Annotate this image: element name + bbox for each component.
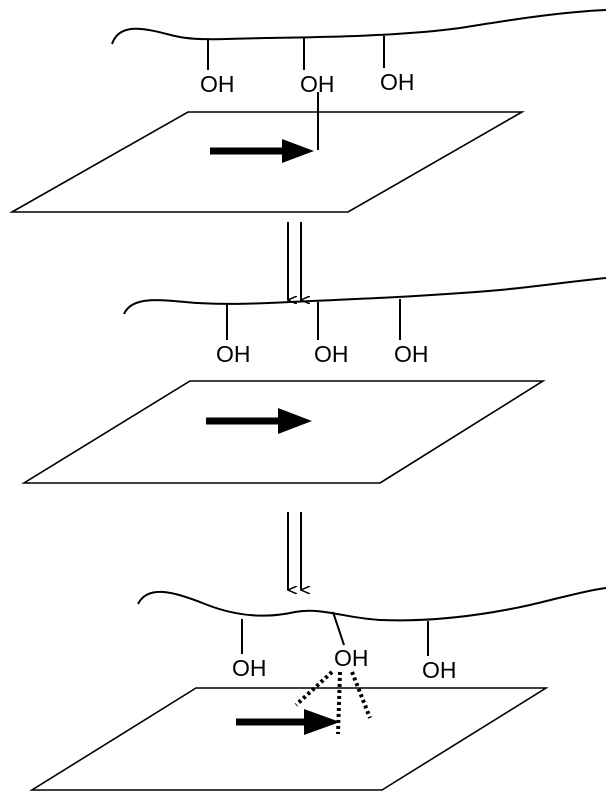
hydroxyl-label: OH <box>314 341 349 367</box>
polymer-chain <box>137 587 607 622</box>
hydroxyl-label: OH <box>334 645 369 671</box>
direction-arrow-head <box>304 709 340 735</box>
hydrogen-bond <box>294 670 334 707</box>
hydroxyl-label: OH <box>300 71 335 97</box>
polymer-chain <box>111 9 607 45</box>
side-bond <box>332 611 345 646</box>
direction-arrow-head <box>278 408 312 434</box>
surface-plane <box>29 687 549 791</box>
hydrogen-bond <box>350 671 372 719</box>
polymer-chain <box>123 277 607 315</box>
hydroxyl-label: OH <box>232 655 267 681</box>
surface-plane <box>8 111 525 213</box>
panel-top: OH OH OH <box>8 9 607 213</box>
surface-plane <box>21 380 546 484</box>
hydrogen-bond <box>336 671 342 735</box>
step-arrow <box>287 512 301 590</box>
panel-bottom: OH OH OH <box>29 587 607 791</box>
direction-arrow-head <box>282 139 314 163</box>
panel-middle: OH OH OH <box>21 277 607 484</box>
hydroxyl-label: OH <box>216 341 251 367</box>
hydroxyl-label: OH <box>200 71 235 97</box>
step-arrow <box>287 222 301 300</box>
hydroxyl-label: OH <box>380 69 415 95</box>
hydroxyl-label: OH <box>394 341 429 367</box>
hydroxyl-label: OH <box>422 657 457 683</box>
